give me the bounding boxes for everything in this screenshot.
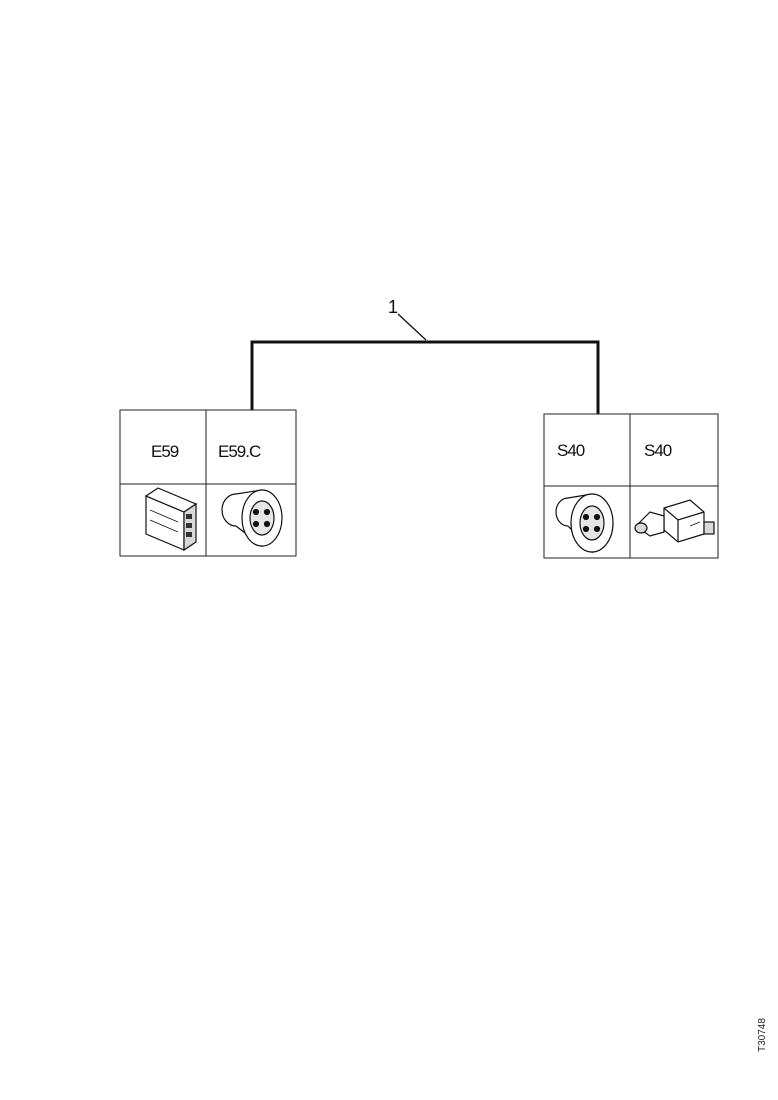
harness-line <box>250 340 600 414</box>
connector-label-s40-b: S40 <box>644 441 672 460</box>
connector-label-e59c: E59.C <box>218 442 261 461</box>
wire-harness <box>250 313 600 414</box>
connector-label-e59: E59 <box>151 442 179 461</box>
connector-label-s40-a: S40 <box>557 441 585 460</box>
callout-leader <box>397 313 427 341</box>
callout-number: 1 <box>388 297 398 317</box>
round-connector-icon <box>221 489 283 548</box>
connector-box-e59c <box>205 409 297 557</box>
control-module-icon <box>144 487 198 552</box>
connector-group-right <box>543 413 719 559</box>
reference-code: T30748 <box>757 1018 768 1052</box>
switch-sensor-icon <box>634 499 715 543</box>
connector-group-left <box>119 409 297 557</box>
round-connector-icon <box>555 493 614 554</box>
